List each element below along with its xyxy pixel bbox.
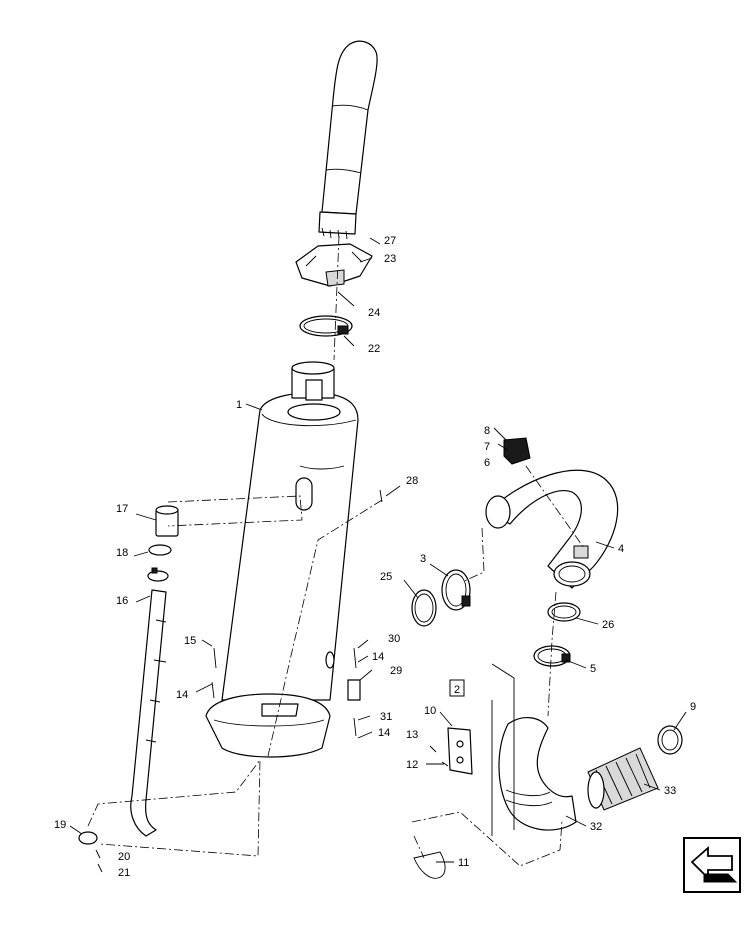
callout-14-right-upper: 14 [372,651,384,663]
hose-clamp-right [657,725,683,755]
pipe-clip-bottom [78,831,103,873]
drain-tube [130,589,167,837]
callout-26: 26 [602,619,614,631]
callout-6: 6 [484,457,490,469]
callout-3: 3 [420,553,426,565]
elbow-pipe-lower [498,717,577,831]
callout-15: 15 [184,635,196,647]
callout-17: 17 [116,503,128,515]
callout-12: 12 [406,759,418,771]
callout-21: 21 [118,867,130,879]
callout-18: 18 [116,547,128,559]
callout-14-left: 14 [176,689,188,701]
band-clamp-lower [533,645,571,667]
gasket-ring-left [411,589,437,627]
callout-28: 28 [406,475,418,487]
callout-10: 10 [424,705,436,717]
callout-30: 30 [388,633,400,645]
callout-25: 25 [380,571,392,583]
callout-29: 29 [390,665,402,677]
band-clamp-top [299,315,353,337]
callout-14-right-lower: 14 [378,727,390,739]
callout-22: 22 [368,343,380,355]
callout-8: 8 [484,425,490,437]
callout-5: 5 [590,663,596,675]
flex-hose [587,747,659,811]
callout-31: 31 [380,711,392,723]
callout-33: 33 [664,785,676,797]
temperature-sensor-assembly [493,427,531,465]
v-band-clamp [441,569,471,611]
callout-24: 24 [368,307,380,319]
mounting-bracket [429,727,473,775]
reference-bracket [491,663,515,836]
callout-16: 16 [116,595,128,607]
assembly-center-lines [87,235,585,867]
rain-cap-deflector [295,243,373,287]
callout-13: 13 [406,729,418,741]
exhaust-stack-pipe [318,40,378,240]
callout-20: 20 [118,851,130,863]
callout-1: 1 [236,399,242,411]
callout-23: 23 [384,253,396,265]
callout-11: 11 [458,857,469,869]
callout-2-box [449,679,465,697]
callout-27: 27 [384,235,396,247]
callout-leaders [69,237,687,863]
rubber-cap [155,505,179,537]
muffler-body [205,361,359,758]
u-bolt [413,851,446,879]
gasket-ring-right [547,602,581,622]
callout-32: 32 [590,821,602,833]
callout-2: 2 [454,684,460,696]
hose-clamps-small [147,544,172,582]
callout-4: 4 [618,543,624,555]
callout-19: 19 [54,819,66,831]
orientation-arrow-icon [683,837,741,893]
callout-7: 7 [484,441,490,453]
elbow-pipe-upper [485,469,619,589]
callout-labels: 1 2 3 4 5 6 7 8 9 10 11 12 13 14 14 14 1… [54,235,696,879]
callout-9: 9 [690,701,696,713]
